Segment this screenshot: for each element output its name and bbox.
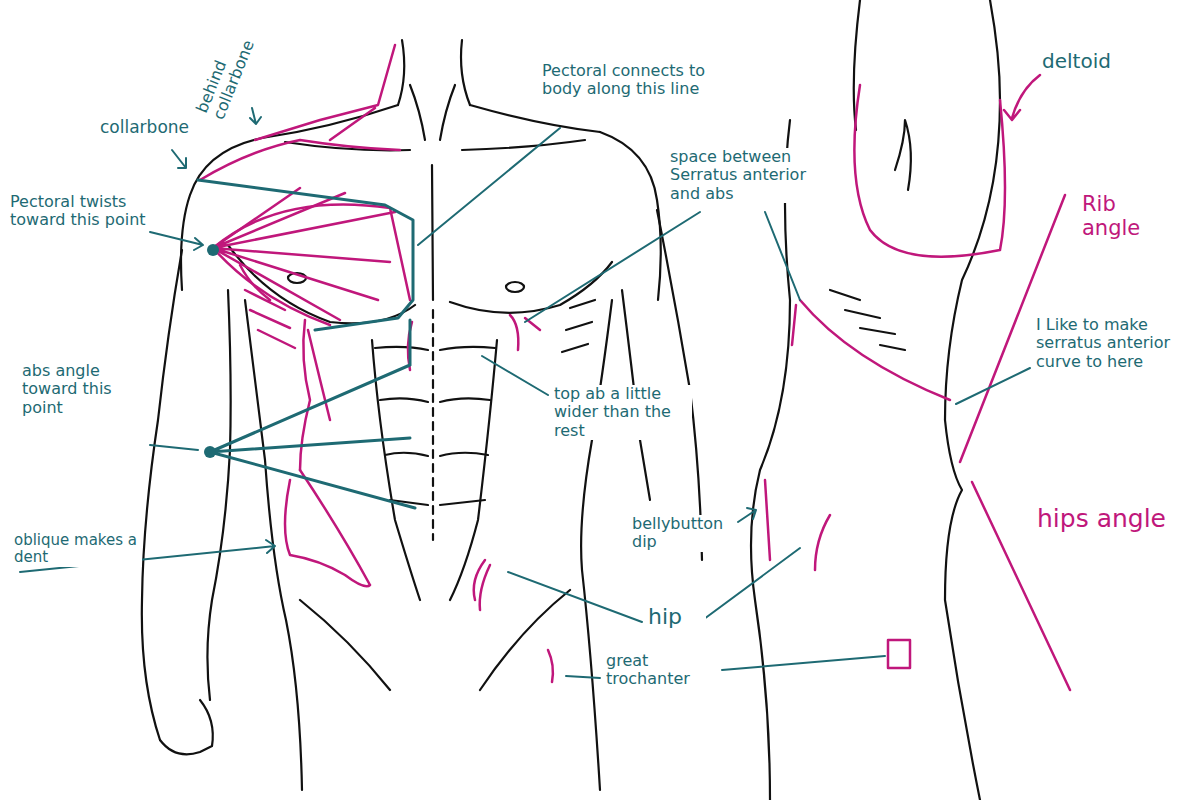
leader-line [525, 212, 800, 322]
body-outline [300, 590, 570, 690]
muscle-overlay [200, 140, 400, 180]
body-outline [470, 105, 600, 132]
muscle-overlay [800, 300, 950, 400]
annotation-label: bellybutton dip [630, 515, 735, 552]
annotation-label: deltoid [1040, 50, 1140, 73]
annotation-label: great trochanter [604, 652, 719, 689]
leader-line [250, 108, 261, 124]
body-outline [181, 138, 262, 290]
muscle-overlay [240, 265, 295, 348]
body-outline [372, 340, 497, 600]
annotation-label: Rib angle [1080, 192, 1170, 240]
leader-line [172, 150, 186, 168]
focus-dot [207, 244, 219, 256]
guide-line [210, 320, 415, 508]
leader-line [150, 232, 203, 250]
body-outline [990, 0, 1000, 100]
body-outline [160, 700, 213, 754]
annotation-label: hip [646, 604, 706, 629]
muscle-overlay [765, 480, 830, 570]
annotation-label: behind collarbone [192, 9, 267, 125]
focus-dot [204, 446, 216, 458]
muscle-overlay [792, 305, 796, 345]
annotation-label: space between Serratus anterior and abs [668, 148, 818, 203]
body-outline [262, 105, 398, 138]
muscle-overlay [255, 45, 395, 140]
body-outline [751, 120, 790, 800]
body-outline [375, 347, 495, 505]
leader-line [1004, 75, 1040, 120]
muscle-overlay [285, 470, 370, 586]
muscle-overlay [300, 320, 330, 470]
body-outline [562, 300, 595, 352]
body-outline [600, 132, 661, 300]
annotation-label: Pectoral twists toward this point [8, 193, 176, 230]
guide-line [198, 180, 413, 330]
body-outline [142, 250, 182, 740]
annotation-label: abs angle toward this point [20, 362, 150, 417]
body-outline [461, 40, 470, 105]
body-outline [207, 290, 230, 700]
leader-line [482, 356, 548, 395]
muscle-overlay [548, 650, 553, 682]
muscle-overlay [474, 560, 490, 610]
annotation-label: top ab a little wider than the rest [552, 385, 692, 440]
annotation-label: I Like to make serratus anterior curve t… [1034, 316, 1194, 371]
trochanter-mark [888, 640, 910, 668]
muscle-overlay [854, 85, 1005, 257]
leader-line [418, 128, 560, 245]
body-outline [581, 300, 612, 790]
annotation-label: Pectoral connects to body along this lin… [540, 62, 740, 99]
muscle-overlay [510, 315, 540, 350]
leader-line [738, 508, 756, 522]
leader-line [956, 368, 1030, 404]
body-outline [506, 282, 524, 292]
annotation-label: collarbone [98, 118, 208, 138]
muscle-overlay [213, 204, 410, 325]
body-outline [410, 85, 455, 140]
annotation-label: hips angle [1035, 505, 1195, 534]
body-outline [945, 100, 1000, 800]
body-outline [450, 262, 612, 313]
body-outline [432, 310, 434, 540]
leader-line [150, 445, 198, 450]
annotation-label: oblique makes a dent [12, 532, 142, 567]
body-outline [895, 120, 911, 190]
body-outline [398, 40, 404, 105]
